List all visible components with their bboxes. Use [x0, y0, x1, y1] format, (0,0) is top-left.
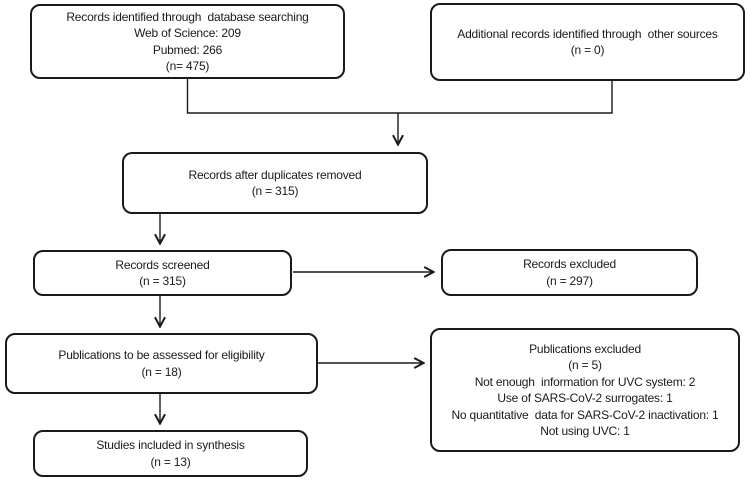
- box-text-line: No quantitative data for SARS-CoV-2 inac…: [451, 407, 719, 422]
- box-publications-excluded: Publications excluded (n = 5) Not enough…: [430, 328, 740, 452]
- box-text-line: Pubmed: 266: [152, 42, 223, 57]
- box-text-line: Publications to be assessed for eligibil…: [58, 348, 265, 362]
- box-text-line: Studies included in synthesis: [96, 438, 245, 452]
- box-text-line: Records excluded: [523, 257, 616, 271]
- box-records-identified-database: Records identified through database sear…: [30, 4, 345, 79]
- box-studies-included-synthesis: Studies included in synthesis (n = 13): [33, 430, 308, 477]
- box-text-line: (n = 18): [141, 364, 182, 379]
- box-text-line: Records screened: [115, 257, 210, 272]
- box-text-line: Publications excluded: [529, 341, 641, 356]
- box-text-line: (n = 13): [150, 454, 191, 469]
- box-text-line: Records after duplicates removed: [188, 167, 362, 182]
- box-text-line: (n = 5): [568, 358, 602, 372]
- box-text-line: (n = 297): [546, 273, 593, 288]
- box-text-line: (n = 0): [570, 43, 605, 57]
- box-text-line: Records identified through database sear…: [66, 9, 309, 24]
- connector-merge-line: [186, 79, 613, 114]
- box-text-line: (n = 315): [139, 274, 186, 288]
- box-text-line: Not enough information for UVC system: 2: [474, 374, 696, 389]
- box-records-after-duplicates-removed: Records after duplicates removed (n = 31…: [122, 152, 428, 214]
- box-publications-assessed-eligibility: Publications to be assessed for eligibil…: [5, 333, 318, 394]
- box-text-line: Not using UVC: 1: [540, 424, 630, 438]
- box-text-line: Use of SARS-CoV-2 surrogates: 1: [497, 391, 673, 405]
- box-text-line: (n= 475): [165, 59, 210, 73]
- box-text-line: (n = 315): [251, 184, 299, 198]
- box-additional-records-other-sources: Additional records identified through ot…: [430, 3, 745, 81]
- box-text-line: Additional records identified through ot…: [457, 26, 718, 41]
- box-records-excluded: Records excluded (n = 297): [441, 249, 698, 296]
- box-records-screened: Records screened (n = 315): [33, 250, 292, 296]
- box-text-line: Web of Science: 209: [134, 26, 241, 40]
